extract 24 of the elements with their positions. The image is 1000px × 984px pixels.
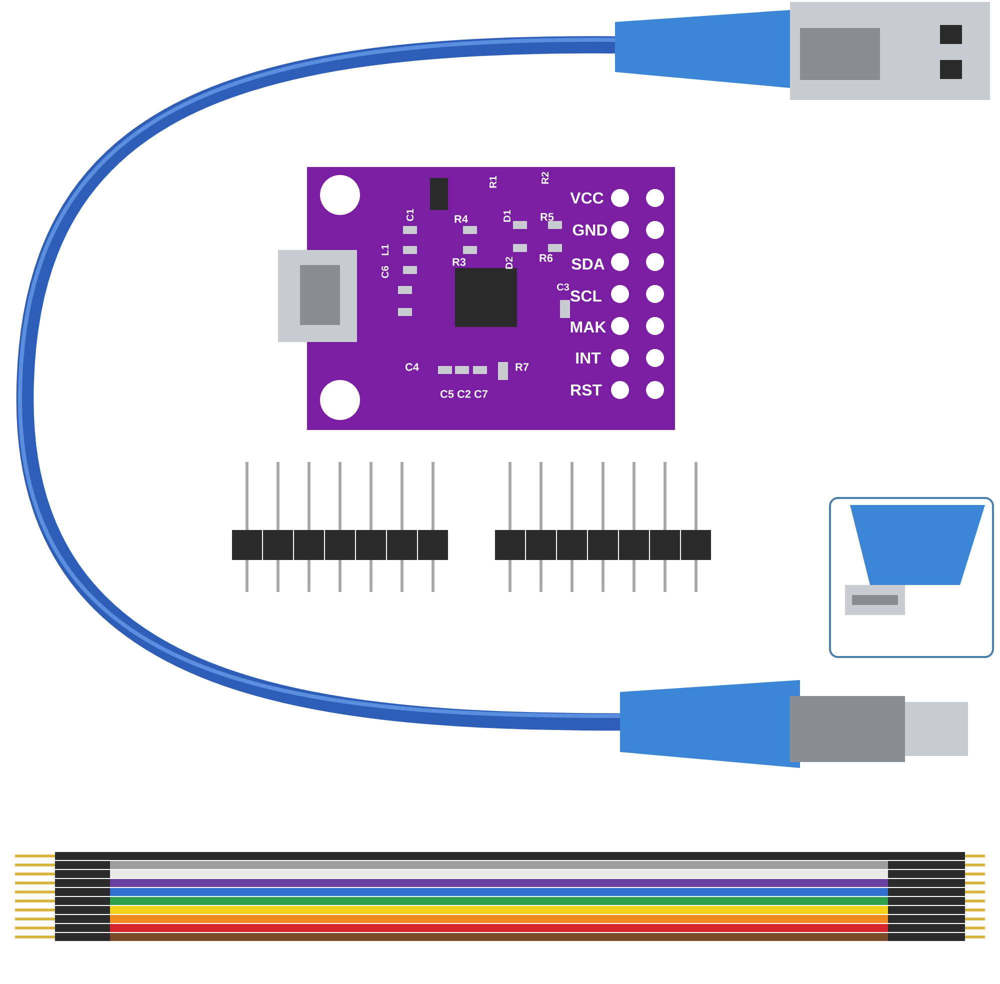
component-label: R3	[452, 258, 466, 266]
pin-label: RST	[571, 384, 602, 396]
pin-label: SDA	[572, 258, 604, 270]
component-label: C1	[406, 208, 414, 221]
component-label: R1	[490, 176, 496, 188]
pin-label: SCL	[570, 290, 602, 302]
component-label: C4	[405, 363, 419, 371]
pin-label: INT	[576, 352, 601, 364]
component-label: R4	[454, 215, 468, 223]
pin-label: MAK	[570, 322, 606, 332]
component-label: C7	[474, 390, 488, 398]
component-label: R2	[542, 172, 548, 184]
component-label: L1	[382, 244, 388, 256]
component-label: R6	[540, 254, 553, 262]
component-label: R5	[540, 213, 554, 221]
component-label: C6	[381, 266, 389, 278]
component-label: C3	[557, 283, 570, 291]
component-label: C5	[440, 390, 454, 398]
pin-label: GND	[572, 224, 608, 236]
component-label: C2	[457, 390, 471, 398]
component-label: D2	[506, 257, 512, 269]
component-label: D1	[504, 210, 510, 222]
component-label: R7	[516, 363, 529, 371]
pin-label: VCC	[570, 192, 604, 204]
